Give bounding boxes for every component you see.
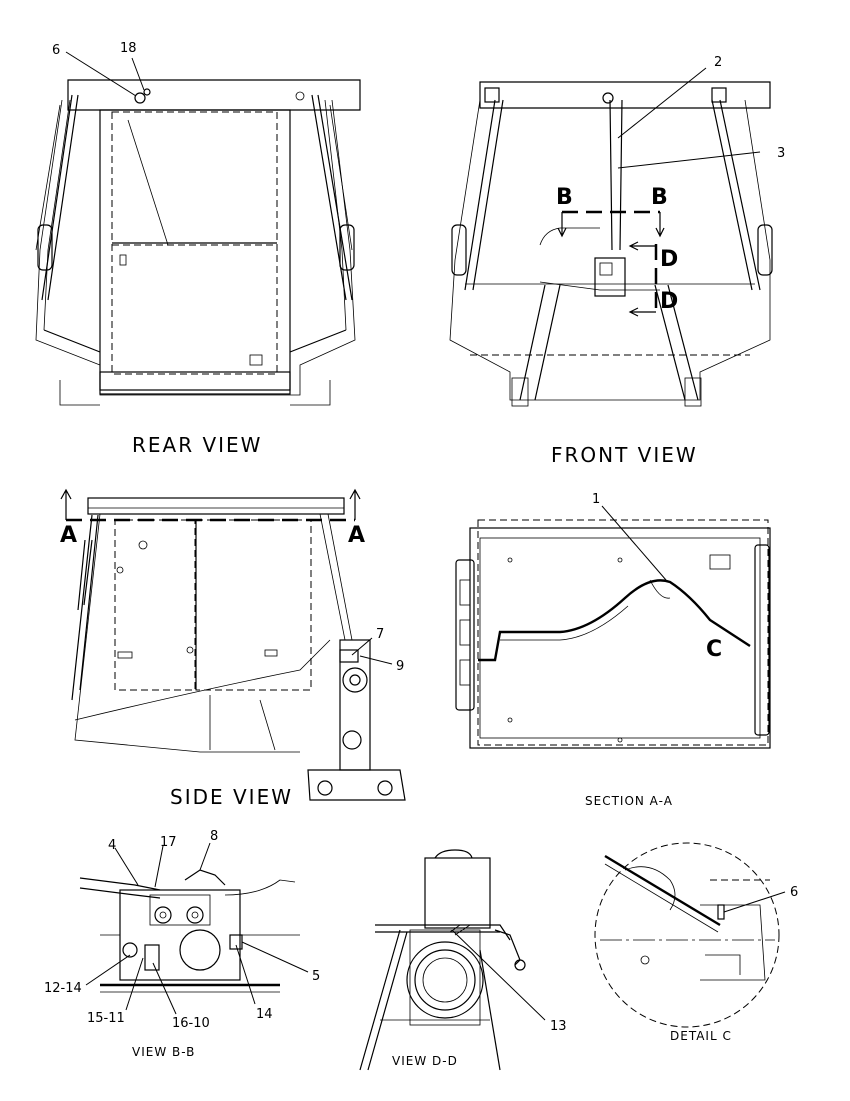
callout-9: 9	[396, 659, 404, 674]
callout-1: 1	[592, 492, 600, 507]
section-a-drawing	[455, 519, 771, 749]
leader-4	[114, 847, 139, 886]
callout-7: 7	[376, 627, 384, 642]
section-letter-d-top: D	[660, 247, 678, 272]
leader-2	[617, 67, 707, 139]
callout-6-detail: 6	[790, 885, 798, 900]
callout-15-11: 15-11	[87, 1011, 125, 1026]
leader-5	[241, 941, 309, 973]
leader-1	[601, 505, 667, 581]
arrow-a-left	[60, 488, 72, 520]
section-letter-a-left: A	[60, 523, 77, 548]
callout-8: 8	[210, 829, 218, 844]
arrow-b-right	[655, 212, 665, 238]
section-letter-a-right: A	[348, 523, 365, 548]
leader-9	[359, 655, 393, 665]
detail-c-title: DETAIL C	[670, 1029, 732, 1043]
section-letter-d-bottom: D	[660, 289, 678, 314]
callout-13: 13	[550, 1019, 567, 1034]
detail-letter-c: C	[706, 637, 722, 662]
rear-view-drawing	[35, 79, 361, 406]
front-view-drawing	[449, 81, 773, 407]
section-letter-b-right: B	[651, 185, 668, 210]
leader-14	[235, 944, 256, 1005]
section-a-title: SECTION A-A	[585, 794, 673, 808]
leader-6-detail	[723, 891, 786, 913]
view-d-title: VIEW D-D	[392, 1054, 458, 1068]
arrow-d-top	[628, 241, 656, 251]
leader-16-10	[152, 962, 177, 1015]
view-b-title: VIEW B-B	[132, 1045, 195, 1059]
callout-14: 14	[256, 1007, 273, 1022]
leader-17	[154, 845, 164, 888]
leader-12-14	[85, 954, 131, 986]
arrow-b-left	[557, 212, 567, 238]
leader-7	[351, 637, 373, 656]
rear-view-title: REAR VIEW	[132, 433, 262, 457]
leader-8	[199, 842, 211, 871]
callout-17: 17	[160, 835, 177, 850]
callout-2: 2	[714, 55, 722, 70]
leader-18	[131, 57, 145, 91]
side-view-title: SIDE VIEW	[170, 785, 293, 809]
leader-6-rear	[65, 51, 137, 97]
arrow-a-right	[349, 488, 361, 520]
view-b-drawing	[79, 869, 300, 993]
callout-18: 18	[120, 41, 137, 56]
section-letter-b-left: B	[556, 185, 573, 210]
leader-13	[451, 929, 546, 1021]
callout-12-14: 12-14	[44, 981, 82, 996]
callout-5: 5	[312, 969, 320, 984]
view-d-drawing	[359, 849, 526, 1071]
arrow-d-bottom	[628, 307, 656, 317]
callout-6-rear: 6	[52, 43, 60, 58]
leader-15-11	[125, 957, 144, 1011]
detail-c-drawing	[594, 842, 780, 1028]
side-view-drawing	[71, 497, 406, 801]
callout-4: 4	[108, 838, 116, 853]
leader-3	[617, 151, 761, 169]
front-view-title: FRONT VIEW	[551, 443, 698, 467]
callout-16-10: 16-10	[172, 1016, 210, 1031]
callout-3: 3	[777, 146, 785, 161]
